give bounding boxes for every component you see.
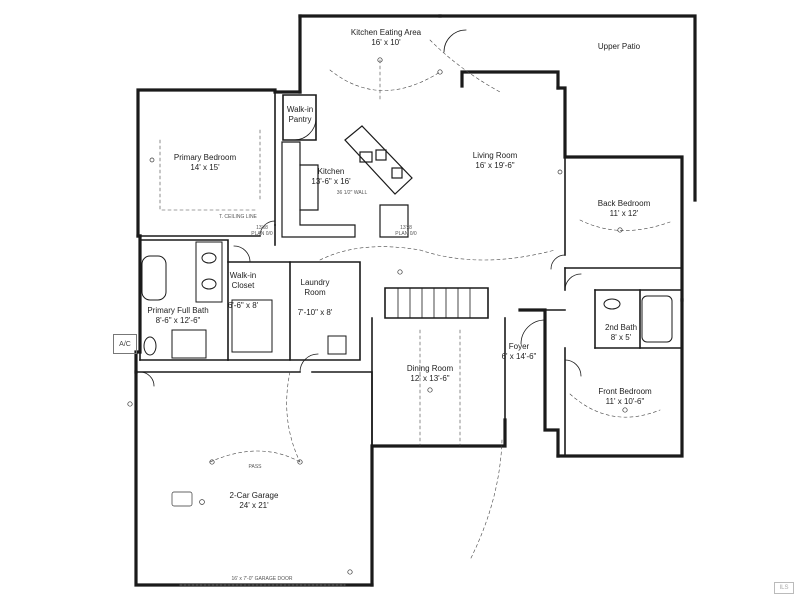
room-dimensions: 16' x 10' [371, 38, 401, 47]
room-dimensions: 7'-10" x 8' [297, 308, 333, 317]
ceiling-line-note: T. CEILING LINE [219, 214, 257, 220]
room-upper-patio: Upper Patio [598, 42, 640, 52]
room-name: Walk-in Closet [229, 271, 257, 290]
room-dimensions: 8'-6" x 12'-6" [155, 316, 201, 325]
room-name: Front Bedroom [598, 387, 652, 396]
room-kitchen-eating-area: Kitchen Eating Area 16' x 10' [351, 28, 421, 48]
room-dimensions: 12' x 13'-6" [410, 374, 450, 383]
room-dimensions: 8' x 5' [610, 333, 632, 342]
room-name: Walk-in Pantry [286, 105, 314, 124]
room-dimensions: 24' x 21' [239, 501, 269, 510]
room-name: Laundry Room [300, 278, 330, 297]
room-kitchen: Kitchen 13'-6" x 16' [311, 167, 350, 187]
pass-note: PASS [248, 464, 262, 470]
kitchen-counters [281, 141, 409, 238]
room-name: Kitchen [317, 167, 345, 176]
room-dimensions: 14' x 15' [190, 163, 220, 172]
room-laundry: Laundry Room 7'-10" x 8' [298, 268, 333, 328]
room-name: 2nd Bath [604, 323, 638, 332]
room-name: 2-Car Garage [229, 491, 279, 500]
room-name: Kitchen Eating Area [350, 28, 422, 37]
room-primary-bath: Primary Full Bath 8'-6" x 12'-6" [147, 306, 208, 326]
room-garage: 2-Car Garage 24' x 21' [230, 491, 279, 511]
room-second-bath: 2nd Bath 8' x 5' [605, 323, 637, 343]
room-name: Primary Full Bath [147, 306, 209, 315]
room-front-bedroom: Front Bedroom 11' x 10'-6" [598, 387, 651, 407]
room-name: Back Bedroom [597, 199, 651, 208]
room-name: Foyer [508, 342, 530, 351]
ac-unit-label: A/C [113, 334, 137, 354]
stair-treads [397, 287, 471, 319]
room-foyer: Foyer 6' x 14'-6" [502, 342, 537, 362]
kitchen-wall-note: 36 1/2" WALL [336, 190, 368, 196]
room-walkin-pantry: Walk-in Pantry [287, 95, 313, 135]
room-primary-bedroom: Primary Bedroom 14' x 15' [174, 153, 236, 173]
corner-watermark: ILS [774, 582, 794, 594]
room-name: Primary Bedroom [173, 153, 237, 162]
room-name: Living Room [472, 151, 518, 160]
room-dimensions: 6'-6" x 8' [227, 301, 259, 310]
tray-note-right: 13'x8 PLAN 0/0 [395, 225, 417, 237]
room-back-bedroom: Back Bedroom 11' x 12' [598, 199, 650, 219]
room-dimensions: 11' x 10'-6" [605, 397, 645, 406]
fixture-symbols [127, 57, 628, 575]
room-dimensions: 6' x 14'-6" [501, 352, 537, 361]
room-dimensions: 11' x 12' [609, 209, 639, 218]
room-dining-room: Dining Room 12' x 13'-6" [407, 364, 453, 384]
room-name: Upper Patio [597, 42, 641, 51]
room-name: Dining Room [406, 364, 454, 373]
room-living-room: Living Room 16' x 19'-6" [473, 151, 517, 171]
room-dimensions: 13'-6" x 16' [311, 177, 351, 186]
room-dimensions: 16' x 19'-6" [475, 161, 515, 170]
kitchen-island [344, 125, 413, 195]
tray-note-left: 13'x8 PLAN 0/0 [251, 225, 273, 237]
interior-walls [135, 89, 683, 457]
exterior-walls [134, 14, 697, 587]
bath-fixtures [141, 241, 673, 359]
garage-door-note: 16' x 7'-0" GARAGE DOOR [231, 576, 293, 582]
door-swings [139, 29, 582, 387]
room-walkin-closet: Walk-in Closet 6'-6" x 8' [228, 261, 258, 321]
